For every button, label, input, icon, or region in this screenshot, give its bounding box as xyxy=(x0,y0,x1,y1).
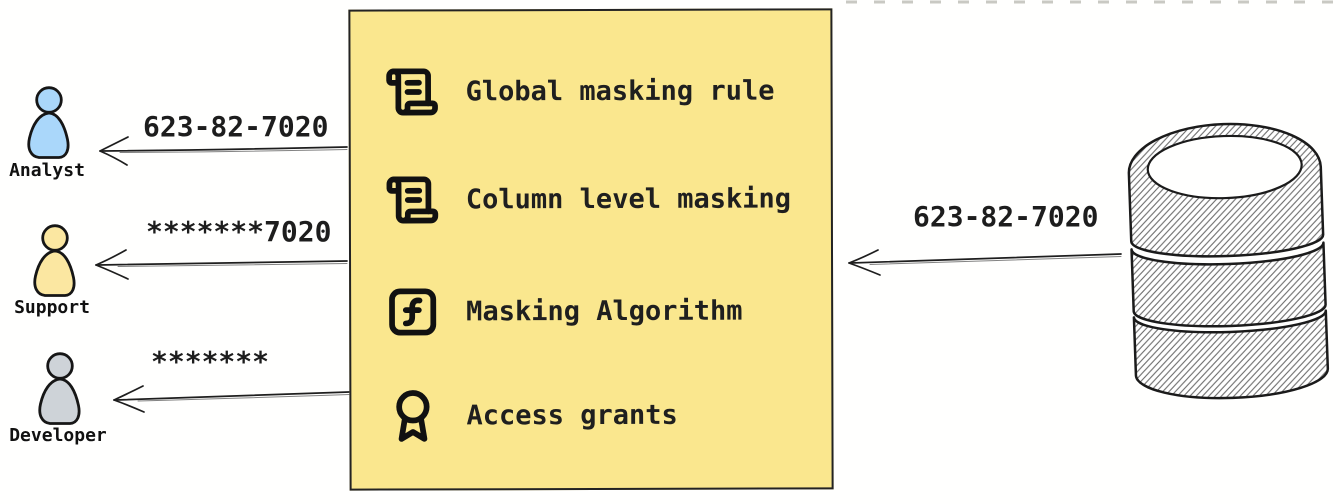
developer-label: Developer xyxy=(9,425,107,446)
analyst-figure xyxy=(22,86,74,162)
person-body xyxy=(33,249,76,297)
person-body xyxy=(38,377,81,425)
developer-figure xyxy=(33,352,85,428)
function-square-icon xyxy=(389,287,437,335)
rule-row-masking-algorithm: Masking Algorithm xyxy=(385,283,743,340)
rule-row-access-grants: Access grants xyxy=(385,387,678,444)
person-body xyxy=(27,111,70,159)
scroll-text-icon xyxy=(386,175,439,223)
developer-received-value: ******* xyxy=(151,345,270,378)
support-received-value: *******7020 xyxy=(146,215,332,248)
rule-label: Column level masking xyxy=(465,182,792,215)
rule-label: Masking Algorithm xyxy=(466,295,743,327)
rule-label: Global masking rule xyxy=(465,75,775,107)
db-bottom-band xyxy=(1132,309,1330,400)
masking-rules-box: Global masking rule Column level masking… xyxy=(348,8,834,491)
db-opening xyxy=(1146,134,1303,200)
award-icon xyxy=(396,389,430,442)
support-label: Support xyxy=(14,297,90,318)
analyst-received-value: 623-82-7020 xyxy=(143,110,329,143)
arrow-to-support xyxy=(95,249,348,280)
rule-row-global-masking: Global masking rule xyxy=(385,63,775,120)
person-head xyxy=(41,224,69,252)
db-middle-band xyxy=(1130,241,1327,328)
analyst-label: Analyst xyxy=(9,160,85,181)
person-icon xyxy=(27,86,70,159)
arrow-to-developer xyxy=(113,385,350,413)
arrow-from-database xyxy=(848,249,1122,276)
person-icon xyxy=(33,224,76,297)
scroll-text-icon xyxy=(386,67,438,115)
person-head xyxy=(35,86,63,114)
rule-row-column-masking: Column level masking xyxy=(385,170,791,227)
person-icon xyxy=(38,352,81,425)
database-sent-value: 623-82-7020 xyxy=(913,200,1099,233)
rule-label: Access grants xyxy=(466,399,678,431)
person-head xyxy=(46,352,74,380)
support-figure xyxy=(28,224,80,300)
database-cylinder-icon xyxy=(1127,122,1330,400)
